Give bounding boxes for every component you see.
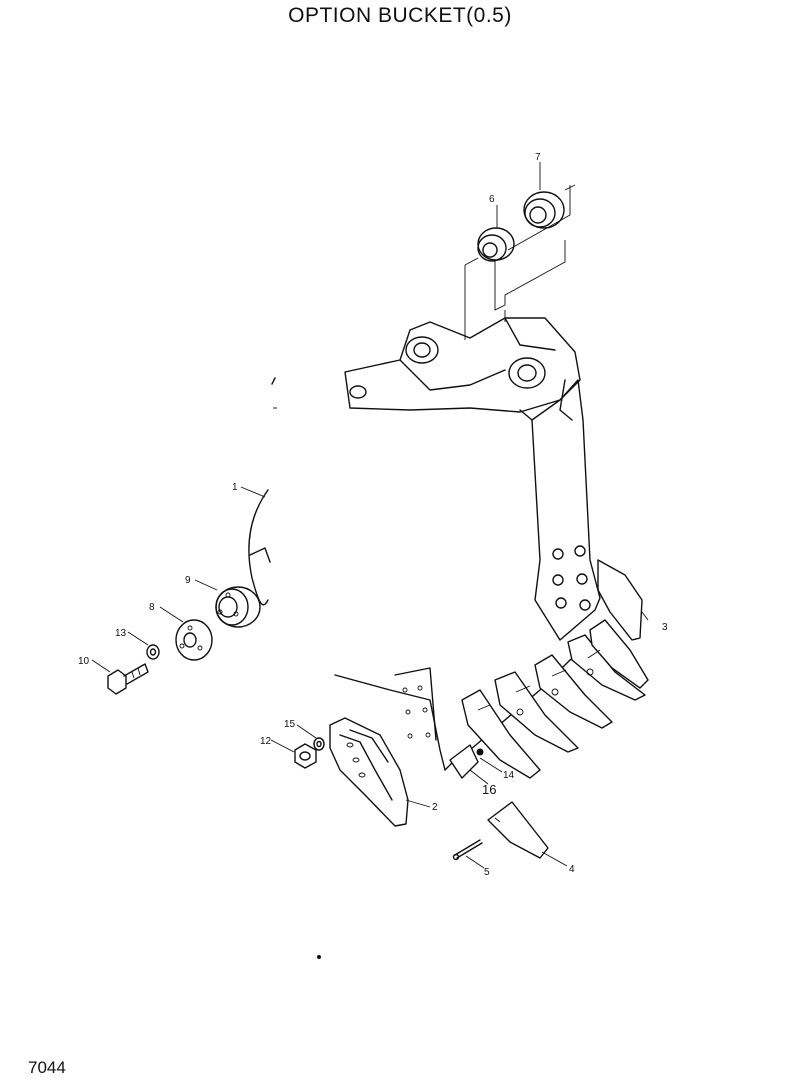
callout-labels: 1 2 3 4 5 6 7 8 9 10 12 13 14 15 16 xyxy=(78,152,668,878)
callout-16: 16 xyxy=(482,782,496,797)
callout-5: 5 xyxy=(484,867,490,878)
bucket-teeth xyxy=(449,619,649,779)
callout-15: 15 xyxy=(284,719,296,730)
callout-4: 4 xyxy=(569,864,575,875)
tooth-point-part-4 xyxy=(487,801,549,859)
callout-12: 12 xyxy=(260,736,272,747)
bushing-leader-lines xyxy=(464,184,576,340)
callout-14: 14 xyxy=(503,770,515,781)
bushing-part-6 xyxy=(477,227,515,262)
callout-leaders xyxy=(91,162,649,869)
pin-part-5 xyxy=(452,839,483,861)
shim-plate-part-8 xyxy=(175,619,213,661)
callout-9: 9 xyxy=(185,575,191,586)
page-title: OPTION BUCKET(0.5) xyxy=(288,4,512,27)
washer-part-15 xyxy=(313,737,325,751)
nut-part-12 xyxy=(294,743,317,769)
callout-2: 2 xyxy=(432,802,438,813)
callout-3: 3 xyxy=(662,622,668,633)
bushing-part-7 xyxy=(523,191,565,229)
page-number: 7044 xyxy=(28,1058,66,1077)
side-cutter-part-2 xyxy=(329,717,409,827)
bolt-part-10 xyxy=(107,663,149,695)
callout-1: 1 xyxy=(232,482,238,493)
callout-7: 7 xyxy=(535,152,541,163)
callout-8: 8 xyxy=(149,602,155,613)
callout-10: 10 xyxy=(78,656,90,667)
boss-part-9 xyxy=(215,586,261,628)
callout-13: 13 xyxy=(115,628,127,639)
callout-6: 6 xyxy=(489,194,495,205)
washer-part-13 xyxy=(146,644,160,660)
stray-mark xyxy=(317,955,321,959)
